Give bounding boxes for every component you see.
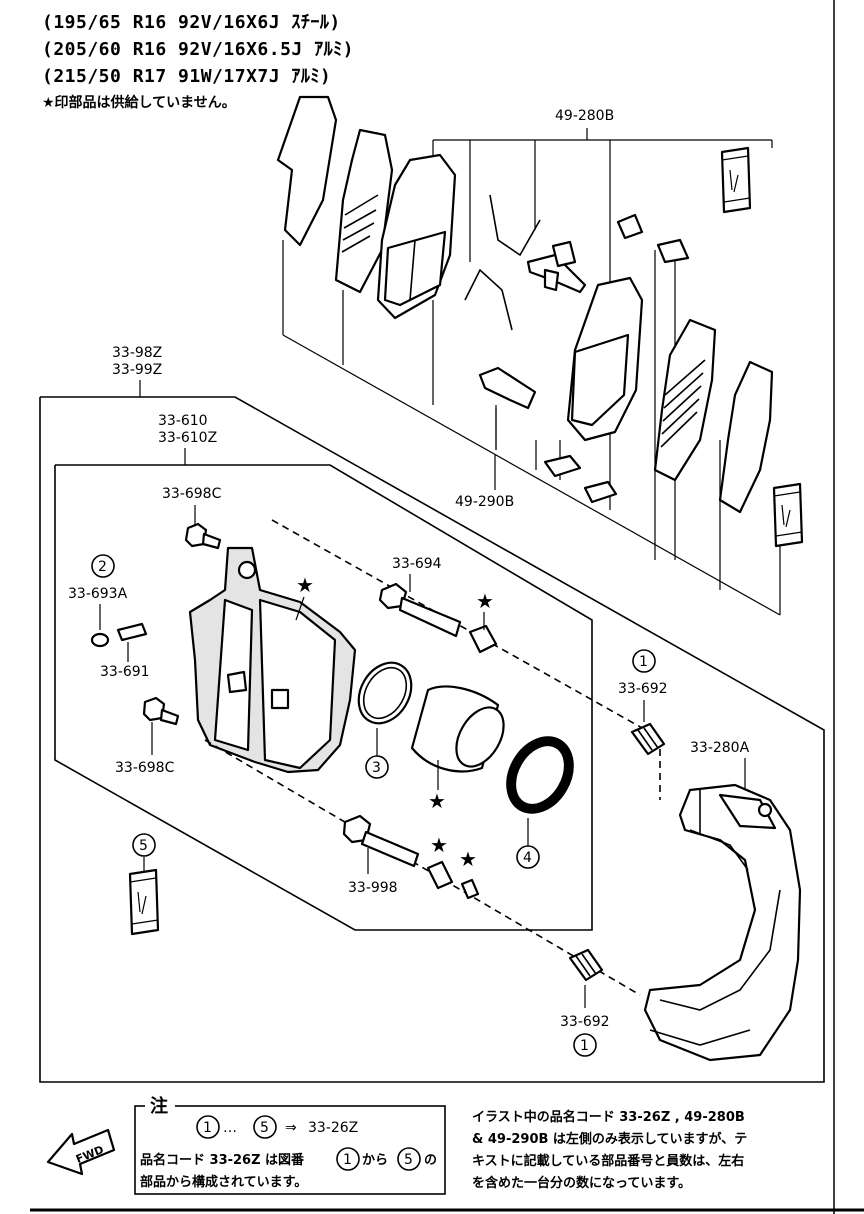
grease-tube-icon bbox=[128, 868, 160, 936]
guide-line-lower bbox=[204, 739, 641, 996]
caliper-assembly-box bbox=[54, 464, 593, 931]
outer-shim-2-slotted bbox=[334, 128, 394, 294]
circled-number-1-upper bbox=[632, 649, 656, 673]
circled-number-1-upper-text: 1 bbox=[639, 654, 648, 670]
circled-number-4-text: 4 bbox=[523, 850, 532, 866]
star-icon: ★ bbox=[428, 789, 446, 813]
note-text-d: 部品から構成されています。 bbox=[140, 1174, 307, 1190]
inner-shim-slotted bbox=[653, 318, 717, 482]
circled-number-3-text: 3 bbox=[372, 760, 381, 776]
spec-line-3: (215/50 R17 91W/17X7J ｱﾙﾐ) bbox=[42, 66, 332, 87]
circled-number-1-lower-text: 1 bbox=[580, 1038, 589, 1054]
label-33-692-bot: 33-692 bbox=[560, 1014, 610, 1030]
spec-line-1: (195/65 R16 92V/16X6J ｽﾁｰﾙ) bbox=[42, 12, 341, 33]
label-33-698c-top: 33-698C bbox=[162, 486, 222, 502]
note-title: 注 bbox=[150, 1095, 168, 1117]
guide-pin-upper bbox=[378, 582, 462, 638]
spec-line-2: (205/60 R16 92V/16X6.5J ｱﾙﾐ) bbox=[42, 39, 354, 60]
note-range-from: 1 bbox=[203, 1120, 212, 1136]
circled-number-2 bbox=[91, 554, 115, 578]
guide-pin-lower bbox=[342, 814, 420, 868]
label-49-290b: 49-290B bbox=[455, 494, 514, 510]
note-circle-to bbox=[253, 1115, 277, 1139]
label-33-98z: 33-98Z bbox=[112, 345, 162, 361]
label-33-698c-bot: 33-698C bbox=[115, 760, 175, 776]
note-circle-from-2 bbox=[336, 1147, 360, 1171]
note-range-from-2: 1 bbox=[343, 1152, 352, 1168]
circled-number-4 bbox=[516, 845, 540, 869]
outer-assembly-box bbox=[39, 396, 825, 1083]
caliper-bolt-lower bbox=[142, 696, 180, 726]
label-33-694: 33-694 bbox=[392, 556, 442, 572]
label-33-693a: 33-693A bbox=[68, 586, 128, 602]
pin-bushing-lower bbox=[426, 860, 454, 890]
label-33-691: 33-691 bbox=[100, 664, 150, 680]
note-text-b: から bbox=[362, 1153, 388, 1168]
note-box bbox=[134, 1105, 446, 1195]
piston-dust-boot bbox=[506, 736, 574, 814]
circled-number-1-lower bbox=[573, 1033, 597, 1057]
pad-wear-indicator-springs bbox=[464, 194, 541, 331]
star-icon: ★ bbox=[296, 573, 314, 597]
bleeder-screw bbox=[116, 622, 148, 642]
star-icon: ★ bbox=[430, 833, 448, 857]
label-49-280b: 49-280B bbox=[555, 108, 614, 124]
caliper-piston bbox=[410, 685, 505, 773]
pad-clip-small-2 bbox=[656, 238, 690, 264]
pad-clip-small-1 bbox=[616, 213, 644, 240]
label-33-99z: 33-99Z bbox=[112, 362, 162, 378]
not-supplied-note: ★印部品は供給していません。 bbox=[42, 95, 236, 111]
right-note-line-4: を含めた一台分の数になっています。 bbox=[472, 1175, 691, 1191]
circled-number-2-text: 2 bbox=[98, 559, 107, 575]
star-icon: ★ bbox=[476, 589, 494, 613]
outer-brake-pad bbox=[376, 153, 457, 320]
bleeder-cap bbox=[90, 632, 110, 648]
right-note-line-2: & 49-290B は左側のみ表示していますが、テ bbox=[472, 1131, 747, 1147]
inner-shim-2 bbox=[718, 360, 774, 514]
circled-number-5 bbox=[132, 833, 156, 857]
leader-star-pad bbox=[295, 596, 305, 621]
outer-shim-1 bbox=[276, 95, 338, 247]
note-title-bg bbox=[145, 1094, 175, 1116]
fwd-arrow-icon: FWD bbox=[46, 1128, 116, 1176]
note-arrow: ⇒ bbox=[285, 1120, 297, 1136]
label-33-610z: 33-610Z bbox=[158, 430, 217, 446]
right-note-line-3: キストに記載している部品番号と員数は、左右 bbox=[472, 1153, 744, 1169]
star-icon: ★ bbox=[459, 847, 477, 871]
note-circle-to-2 bbox=[397, 1147, 421, 1171]
pin-boot-upper bbox=[468, 624, 498, 654]
inner-brake-pad bbox=[566, 276, 644, 442]
guide-pin-boot-upper bbox=[630, 722, 666, 756]
grease-tube-icon bbox=[720, 146, 752, 214]
right-note-line-1: イラスト中の品名コード 33-26Z , 49-280B bbox=[472, 1109, 745, 1125]
pad-support-plate-clips bbox=[478, 366, 618, 504]
grease-tube-icon bbox=[772, 482, 804, 548]
note-circle-from bbox=[196, 1115, 220, 1139]
caliper-bolt-upper bbox=[184, 522, 222, 550]
note-range-to: 5 bbox=[260, 1120, 269, 1136]
circled-number-3 bbox=[365, 755, 389, 779]
label-33-610: 33-610 bbox=[158, 413, 208, 429]
note-code: 33-26Z bbox=[308, 1120, 358, 1136]
note-text-c: の bbox=[424, 1153, 437, 1168]
label-33-998: 33-998 bbox=[348, 880, 398, 896]
guide-pin-boot-lower bbox=[568, 948, 604, 982]
pad-support-clip-top bbox=[526, 240, 587, 294]
piston-seal bbox=[357, 661, 413, 725]
caliper-body bbox=[188, 546, 357, 774]
note-text-a: 品名コード 33-26Z は図番 bbox=[140, 1152, 305, 1168]
note-ellipsis: … bbox=[223, 1120, 237, 1136]
label-33-692-top: 33-692 bbox=[618, 681, 668, 697]
note-range-to-2: 5 bbox=[404, 1152, 413, 1168]
pin-boot-lower bbox=[460, 878, 480, 900]
label-33-280a: 33-280A bbox=[690, 740, 750, 756]
circled-number-5-text: 5 bbox=[139, 838, 148, 854]
caliper-mounting-bracket bbox=[643, 783, 802, 1062]
